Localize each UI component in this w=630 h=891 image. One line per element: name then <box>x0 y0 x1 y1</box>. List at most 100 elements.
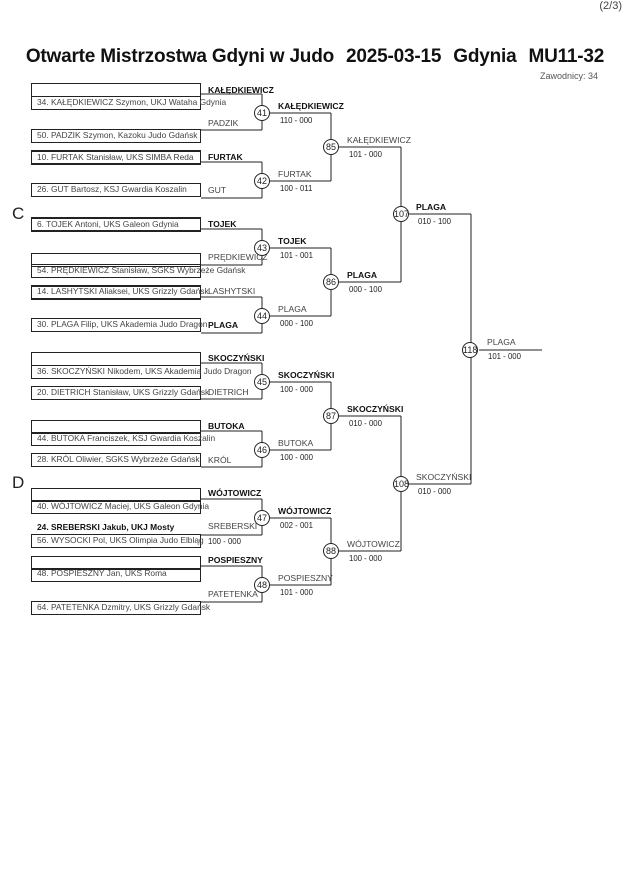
match-circle: 107 <box>393 206 409 222</box>
competitor-name: 56. WYSOCKI Pol, UKS Olimpia Judo Elbląg <box>37 535 204 545</box>
empty-slot-box <box>31 253 201 267</box>
round2-winner: FURTAK <box>278 169 312 179</box>
competitor-box <box>31 453 201 467</box>
round2-score: 000 - 100 <box>280 319 313 328</box>
round3-winner: WÓJTOWICZ <box>347 539 400 549</box>
round4-winner: PLAGA <box>416 202 447 212</box>
round3-winner: PLAGA <box>347 270 378 280</box>
competitor-name: 54. PRĘDKIEWICZ Stanisław, SGKS Wybrzeże… <box>37 265 246 275</box>
round2-score: 100 - 000 <box>280 385 313 394</box>
competitor-name: 26. GUT Bartosz, KSJ Gwardia Koszalin <box>37 184 187 194</box>
competitor-name: 48. POSPIESZNY Jan, UKS Roma <box>37 568 167 578</box>
round1-name: WÓJTOWICZ <box>208 488 262 498</box>
round2-winner: POSPIESZNY <box>278 573 333 583</box>
competitor-box <box>31 365 201 379</box>
competitor-name: 40. WÓJTOWICZ Maciej, UKS Galeon Gdynia <box>37 501 210 511</box>
competitor-box <box>31 601 201 615</box>
round1-name: LASHYTSKI <box>208 286 256 296</box>
round1-name: FURTAK <box>208 152 243 162</box>
competitor-box <box>31 568 201 582</box>
match-circle: 41 <box>254 105 270 121</box>
competitor-box <box>31 264 201 278</box>
event-title: Otwarte Mistrzostwa Gdyni w Judo <box>25 46 335 67</box>
round2-winner: WÓJTOWICZ <box>278 506 332 516</box>
match-circle: 108 <box>393 476 409 492</box>
competitor-name: 14. LASHYTSKI Aliaksei, UKS Grizzly Gdań… <box>37 286 209 296</box>
round1-name: KAŁĘDKIEWICZ <box>208 85 274 95</box>
match-circle: 46 <box>254 442 270 458</box>
round1-name: BUTOKA <box>208 421 245 431</box>
final-winner: PLAGA <box>487 337 516 347</box>
competitor-name: 36. SKOCZYŃSKI Nikodem, UKS Akademia Jud… <box>37 366 252 376</box>
competitor-name: 20. DIETRICH Stanisław, UKS Grizzly Gdań… <box>37 387 210 397</box>
competitor-box <box>31 500 201 514</box>
round3-score: 101 - 000 <box>349 150 382 159</box>
competitor-box <box>31 432 201 446</box>
round1-name: TOJEK <box>208 219 237 229</box>
event-date: 2025-03-15 <box>346 46 442 67</box>
round3-winner: KAŁĘDKIEWICZ <box>347 135 411 145</box>
final-score: 101 - 000 <box>488 352 521 361</box>
round3-score: 100 - 000 <box>349 554 382 563</box>
event-category: MU11-32 <box>528 46 605 67</box>
empty-slot-box <box>31 83 201 97</box>
competitor-name: 30. PLAGA Filip, UKS Akademia Judo Drago… <box>37 319 208 329</box>
competitor-name: 6. TOJEK Antoni, UKS Galeon Gdynia <box>37 219 179 229</box>
match-circle: 42 <box>254 173 270 189</box>
match-circle: 45 <box>254 374 270 390</box>
round4-score: 010 - 000 <box>418 487 451 496</box>
competitor-box <box>31 150 201 164</box>
competitor-name: 28. KRÓL Oliwier, SGKS Wybrzeże Gdańsk <box>37 454 200 464</box>
round2-winner: PLAGA <box>278 304 307 314</box>
match-circle: 85 <box>323 139 339 155</box>
round2-score: 100 - 000 <box>280 453 313 462</box>
page-title: Otwarte Mistrzostwa Gdyni w Judo 2025-03-… <box>0 46 630 68</box>
competitor-box <box>31 96 201 110</box>
event-city: Gdynia <box>453 46 517 67</box>
round2-score: 110 - 000 <box>280 116 313 125</box>
round1-name: GUT <box>208 185 227 195</box>
round1-name: SKOCZYŃSKI <box>208 353 265 363</box>
competitor-name: 24. SREBERSKI Jakub, UKJ Mosty <box>37 522 175 532</box>
round4-winner: SKOCZYŃSKI <box>416 472 472 482</box>
round2-winner: BUTOKA <box>278 438 314 448</box>
match-circle: 88 <box>323 543 339 559</box>
round2-score: 101 - 001 <box>280 251 313 260</box>
empty-slot-box <box>31 420 201 434</box>
round2-winner: KAŁĘDKIEWICZ <box>278 101 344 111</box>
match-circle: 86 <box>323 274 339 290</box>
competitor-name: 44. BUTOKA Franciszek, KSJ Gwardia Kosza… <box>37 433 216 443</box>
round2-score: 100 - 011 <box>280 184 313 193</box>
competitor-box <box>31 285 201 299</box>
participants-count: Zawodnicy: 34 <box>539 71 598 81</box>
page-number: (2/3) <box>599 0 622 12</box>
round1-name: KRÓL <box>208 455 232 465</box>
match-circle: 44 <box>254 308 270 324</box>
empty-slot-box <box>31 352 201 366</box>
section-c-label: C <box>12 204 25 223</box>
match-circle: 43 <box>254 240 270 256</box>
match-circle: 87 <box>323 408 339 424</box>
competitor-box <box>31 217 201 231</box>
round2-score: 002 - 001 <box>280 521 313 530</box>
round3-winner: SKOCZYŃSKI <box>347 404 404 414</box>
competitor-box <box>31 318 201 332</box>
match-circle: 48 <box>254 577 270 593</box>
competitor-box <box>31 534 201 548</box>
competitor-name: 50. PADZIK Szymon, Kazoku Judo Gdańsk <box>37 130 198 140</box>
final-match-circle: 118 <box>462 342 478 358</box>
competitor-name: 10. FURTAK Stanisław, UKS SIMBA Reda <box>37 152 194 162</box>
round1-name: DIETRICH <box>208 387 249 397</box>
round3-score: 010 - 000 <box>349 419 382 428</box>
section-d-label: D <box>12 473 25 492</box>
round2-winner: TOJEK <box>278 236 307 246</box>
competitor-box <box>31 129 201 143</box>
round2-winner: SKOCZYŃSKI <box>278 370 335 380</box>
round1-name: POSPIESZNY <box>208 555 263 565</box>
round1-name: SREBERSKI <box>208 521 258 531</box>
round1-bye-score: 100 - 000 <box>208 537 241 546</box>
round3-score: 000 - 100 <box>349 285 382 294</box>
round1-name: PRĘDKIEWICZ <box>208 252 268 262</box>
empty-slot-box <box>31 488 201 502</box>
